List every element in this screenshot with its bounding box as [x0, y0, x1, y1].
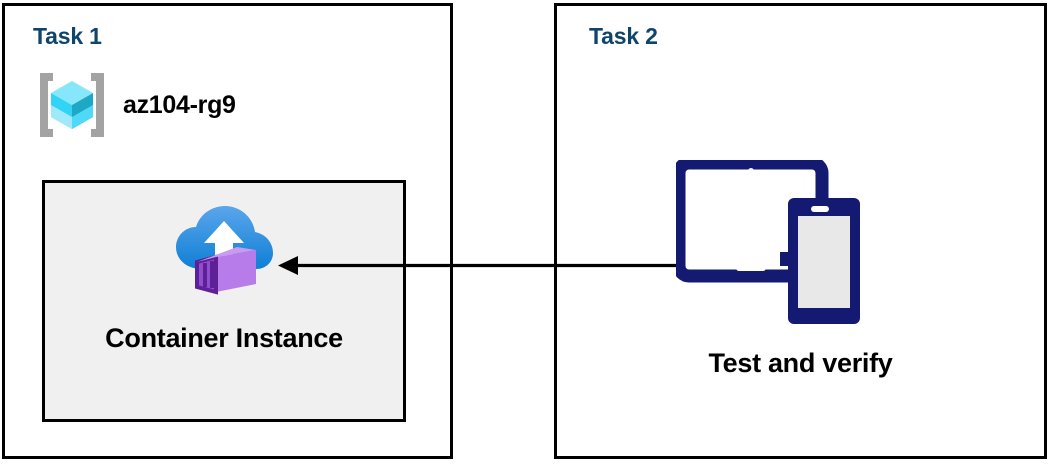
flow-arrow-connector	[278, 256, 676, 275]
resource-group-row: az104-rg9	[35, 68, 236, 142]
container-instance-label: Container Instance	[105, 323, 343, 353]
azure-resource-group-icon	[40, 73, 104, 137]
panel-title-task-2: Task 2	[589, 23, 658, 49]
azure-container-instance-icon	[176, 206, 273, 295]
resource-group-label: az104-rg9	[123, 90, 236, 119]
tablet-and-phone-devices-icon	[676, 160, 860, 324]
test-and-verify-label: Test and verify	[708, 348, 893, 378]
panel-task-1: Task 1 az104-rg9	[2, 3, 453, 459]
panel-title-task-1: Task 1	[33, 23, 102, 49]
container-instance-box: Container Instance	[42, 180, 406, 422]
